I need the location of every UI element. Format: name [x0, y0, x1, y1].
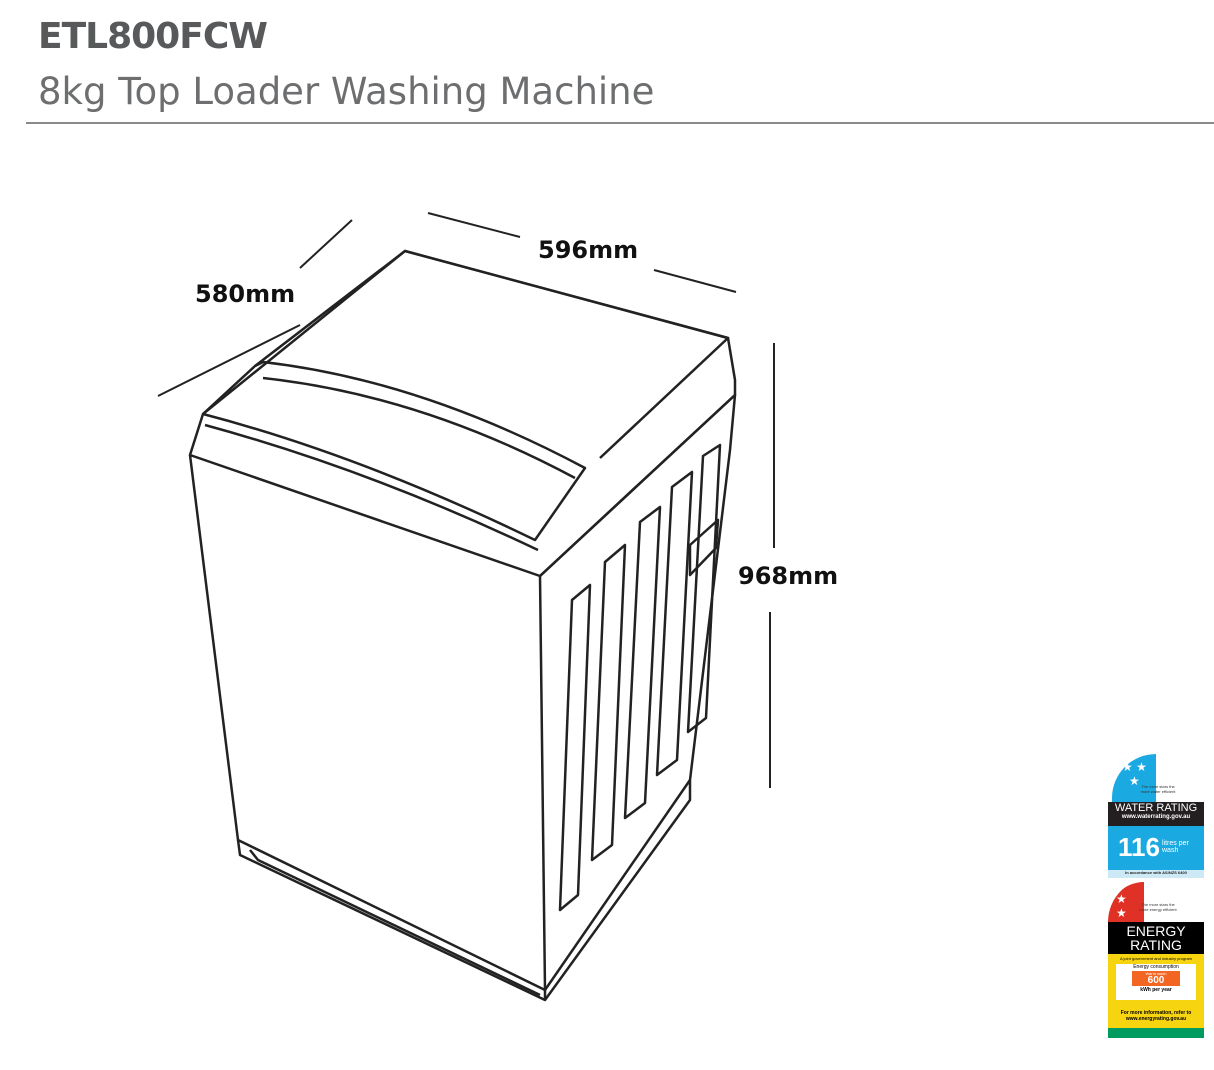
- water-tagline: The more stars the more water efficient: [1140, 784, 1176, 794]
- width-dimension: 596mm: [538, 236, 639, 264]
- energy-wash-label: Warm wash: [1145, 971, 1167, 976]
- dimension-lines: [157, 212, 775, 788]
- energy-rating-label: ★★ The more stars the more energy effici…: [1108, 878, 1204, 1038]
- header-divider: [26, 122, 1214, 124]
- side-panel-ribs: [558, 443, 722, 912]
- water-rating-url: www.waterrating.gov.au: [1121, 814, 1191, 820]
- energy-footer-band: [1108, 1028, 1204, 1038]
- energy-title-2: RATING: [1130, 937, 1182, 953]
- model-number: ETL800FCW: [38, 16, 268, 57]
- energy-program: A joint government and industry program: [1119, 956, 1193, 961]
- height-dimension: 968mm: [738, 562, 839, 590]
- star-icon: ★★: [1116, 892, 1127, 920]
- energy-unit: kWh per year: [1140, 987, 1172, 993]
- energy-info: For more information, refer to: [1120, 1010, 1192, 1016]
- product-title: 8kg Top Loader Washing Machine: [38, 70, 655, 113]
- water-rating-title: WATER RATING: [1114, 802, 1198, 814]
- energy-tagline: The more stars the more energy efficient: [1139, 902, 1177, 912]
- water-standard: In accordance with AS/NZS 6400: [1108, 870, 1204, 878]
- energy-title-1: ENERGY: [1126, 923, 1186, 939]
- water-rating-label: ★ ★★ The more stars the more water effic…: [1108, 754, 1204, 878]
- energy-url: www.energyrating.gov.au: [1125, 1016, 1187, 1022]
- energy-value: 600: [1147, 975, 1165, 986]
- water-value: 116: [1118, 832, 1160, 862]
- star-icon: ★ ★★: [1122, 760, 1147, 788]
- depth-dimension: 580mm: [195, 280, 296, 308]
- water-unit: litres per wash: [1162, 840, 1189, 854]
- energy-consumption-label: Energy consumption: [1133, 964, 1179, 970]
